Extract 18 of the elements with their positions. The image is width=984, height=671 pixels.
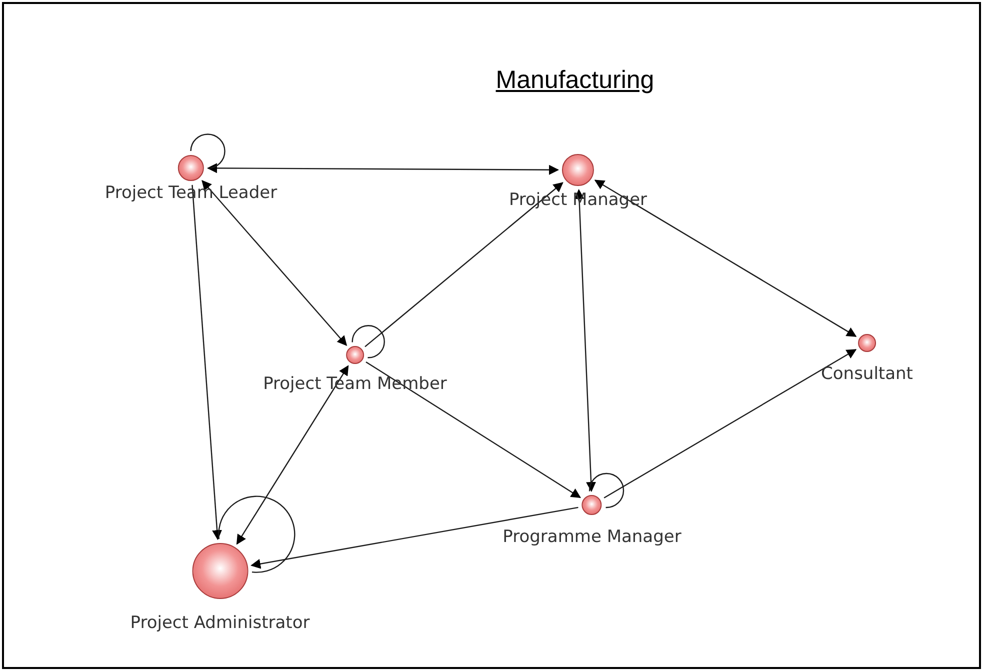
self-loop — [190, 134, 226, 169]
arrow — [192, 184, 222, 540]
diagram-title: Manufacturing — [496, 65, 654, 96]
arrow — [236, 365, 349, 545]
node-label: Consultant — [821, 364, 913, 384]
arrow — [202, 180, 348, 346]
arrow — [594, 180, 857, 337]
arrow — [366, 361, 582, 498]
arrow — [364, 182, 564, 348]
self-loop — [352, 325, 385, 358]
arrow — [250, 506, 578, 569]
node-label: Project Administrator — [130, 613, 310, 633]
arrow — [604, 349, 857, 498]
arrow — [574, 188, 596, 492]
arrow — [207, 163, 559, 175]
self-loop — [588, 472, 624, 508]
self-loop — [218, 496, 296, 573]
node-label: Programme Manager — [502, 527, 682, 547]
